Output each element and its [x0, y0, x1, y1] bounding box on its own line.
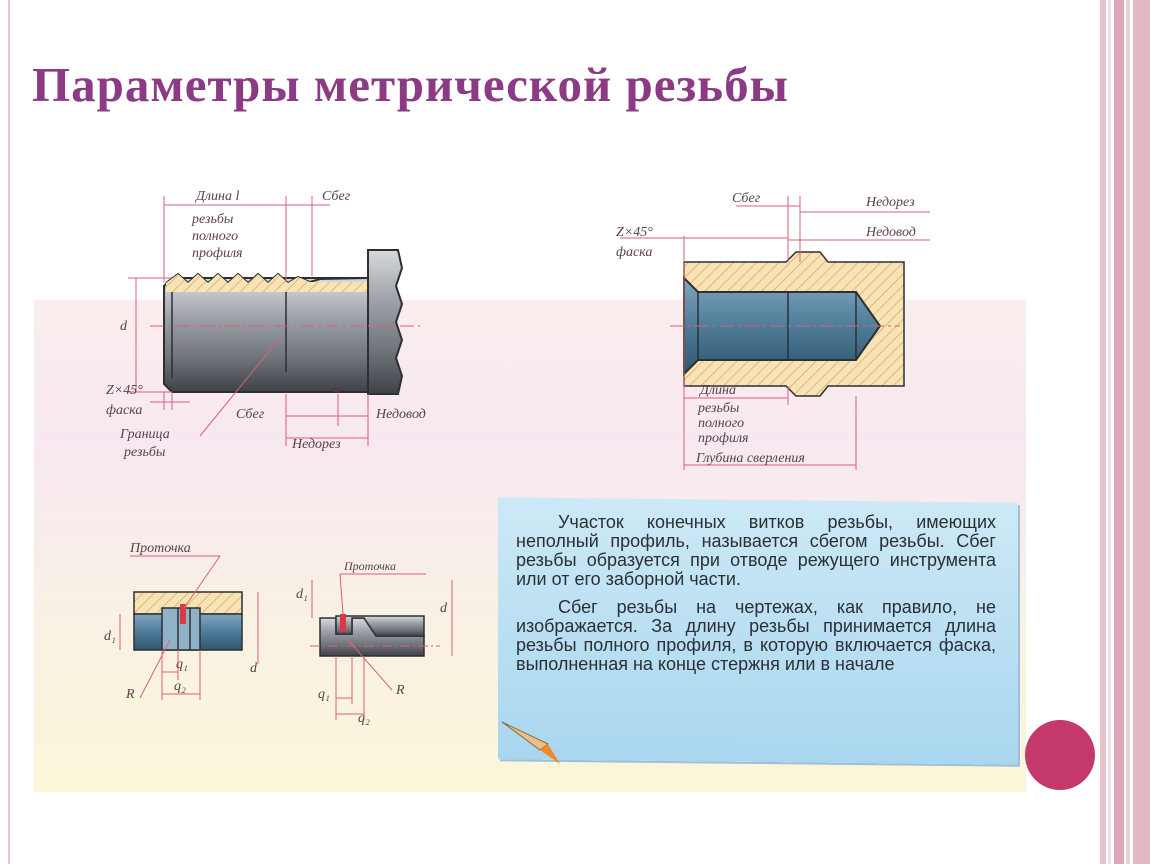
groove2-d-label: d [440, 601, 448, 616]
hole-chamfer-label: Z×45° [616, 225, 653, 240]
hole-undercut-short-label: Недовод [865, 225, 916, 240]
bolt-full-profile-label: профиля [192, 246, 243, 261]
note-paragraph-1: Участок конечных витков резьбы, имеющих … [516, 512, 996, 589]
groove2-red-mark [340, 614, 346, 632]
bolt-angle-label: ≈2 [328, 383, 340, 395]
bolt-diagram: Длина l резьбы полного профиля Сбег d Z×… [106, 189, 426, 460]
bolt-boundary-label: резьбы [123, 445, 165, 460]
hole-undercut-label: Недорез [865, 195, 915, 210]
hole-dimension-lines [620, 196, 930, 470]
groove2-r-label: R [395, 683, 405, 698]
slide-right-stripe [1133, 0, 1150, 864]
hole-drill-depth-label: Глубина сверления [695, 451, 805, 466]
hole-chamfer-name-label: фаска [616, 245, 652, 260]
groove-diagram-1: Проточка d₁ d q₁ q₂ R [104, 541, 259, 702]
slide-right-stripe [1108, 0, 1111, 864]
bolt-undercut-label: Недорез [291, 437, 341, 452]
hole-diagram: Сбег Недорез Недовод Z×45° фаска Длина р… [616, 191, 930, 470]
hole-length-label: Длина [698, 383, 736, 398]
slide-title: Параметры метрической резьбы [32, 57, 789, 112]
groove2-d1-label: d₁ [296, 587, 308, 602]
groove1-d-label: d [250, 661, 258, 676]
groove2-main-body [335, 615, 425, 637]
groove1-label: Проточка [129, 541, 191, 556]
bolt-undercut-short-label: Недовод [375, 407, 426, 422]
hole-length-label: профиля [698, 431, 749, 446]
bolt-boundary-label: Граница [119, 427, 170, 442]
bolt-runout-top-label: Сбег [322, 189, 351, 204]
slide-right-stripe [1100, 0, 1106, 864]
decorative-circle [1025, 720, 1095, 790]
groove1-dimension-lines [119, 555, 259, 700]
thread-diagrams: Длина l резьбы полного профиля Сбег d Z×… [104, 189, 930, 764]
groove1-red-mark [180, 604, 186, 624]
hole-length-label: резьбы [697, 401, 739, 416]
slide-left-border [8, 0, 10, 864]
groove2-q1-label: q₁ [318, 687, 330, 702]
bolt-full-profile-label: полного [192, 229, 238, 244]
bolt-full-profile-label: резьбы [191, 212, 233, 227]
groove-diagram-2: Проточка d₁ d q₁ q₂ R [296, 559, 453, 726]
groove1-r-label: R [125, 687, 135, 702]
hole-runout-label: Сбег [732, 191, 761, 206]
bolt-length-label: Длина l [194, 189, 239, 204]
slide-right-stripe [1126, 0, 1130, 864]
groove1-q1-label: q₁ [176, 657, 188, 672]
bolt-runout-bottom-label: Сбег [236, 407, 265, 422]
groove2-label: Проточка [343, 559, 396, 573]
groove2-dimension-lines [311, 573, 453, 720]
note-text: Участок конечных витков резьбы, имеющих … [516, 513, 996, 683]
groove2-q2-label: q₂ [358, 711, 370, 726]
bolt-head [367, 249, 404, 395]
note-paragraph-2: Сбег резьбы на чертежах, как правило, не… [516, 597, 996, 674]
bolt-dimension-lines [128, 196, 369, 446]
bolt-shank [163, 272, 369, 393]
slide-right-stripe [1114, 0, 1124, 864]
bolt-chamfer-label: Z×45° [106, 383, 143, 398]
hole-length-label: полного [698, 416, 744, 431]
groove1-q2-label: q₂ [174, 679, 186, 694]
pencil-icon [501, 721, 560, 764]
groove1-d1-label: d₁ [104, 629, 116, 644]
bolt-chamfer-name-label: фаска [106, 403, 142, 418]
bolt-diameter-label: d [120, 319, 128, 334]
